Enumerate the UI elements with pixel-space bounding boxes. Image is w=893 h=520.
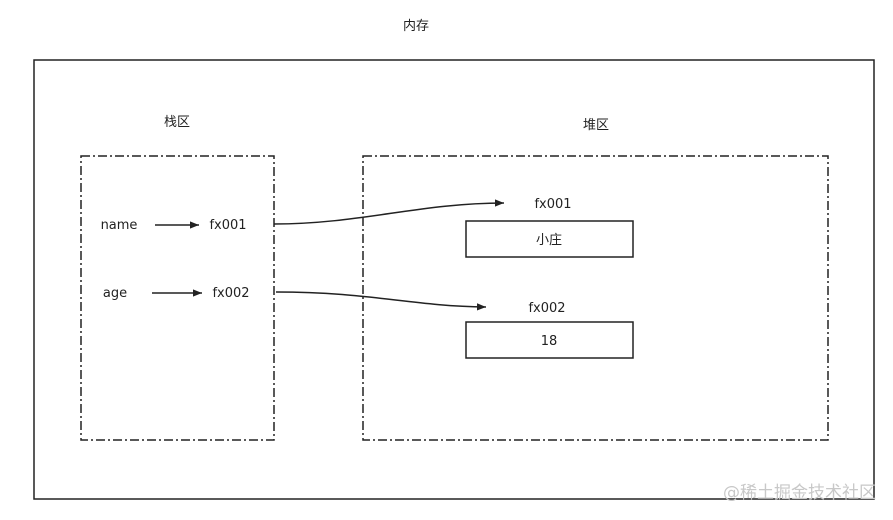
stack-addr-age: fx002 (212, 286, 249, 301)
stack-region (80, 155, 275, 441)
memory-frame (33, 59, 875, 500)
stack-var-name: name (101, 218, 138, 233)
heap-value-1: 小庄 (536, 232, 562, 248)
stack-addr-name: fx001 (209, 218, 246, 233)
heap-label: 堆区 (583, 118, 609, 133)
heap-value-2: 18 (541, 334, 558, 349)
memory-title: 内存 (403, 18, 429, 34)
heap-addr-2: fx002 (528, 301, 565, 316)
watermark: @稀土掘金技术社区 (723, 483, 876, 503)
stack-label: 栈区 (164, 115, 190, 130)
heap-region (362, 155, 829, 441)
heap-cell-2 (465, 321, 634, 359)
stack-var-age: age (103, 286, 127, 301)
heap-addr-1: fx001 (534, 197, 571, 212)
reference-arrow-fx001 (273, 199, 505, 225)
reference-arrow-fx002 (275, 291, 487, 311)
heap-cell-1 (465, 220, 634, 258)
